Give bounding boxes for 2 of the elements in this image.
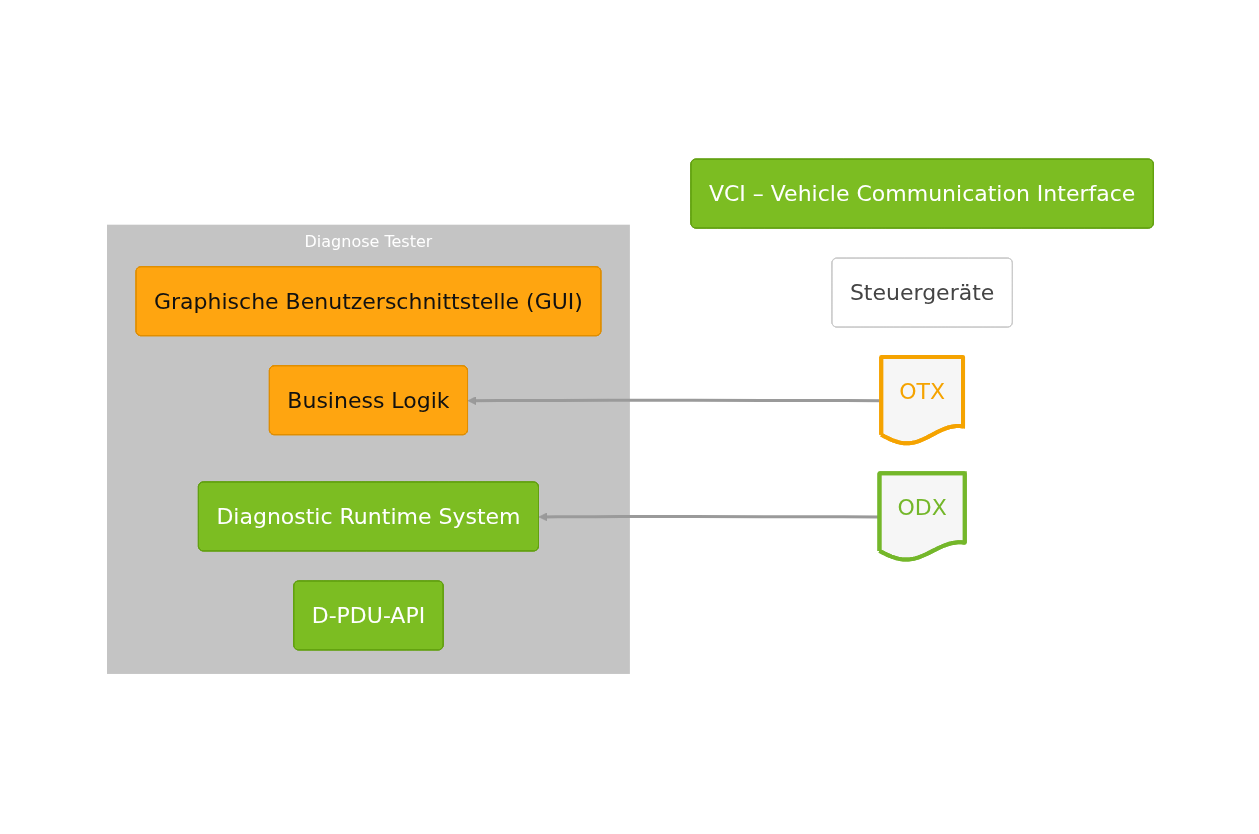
arrow: [538, 512, 880, 522]
arrow: [467, 396, 882, 406]
